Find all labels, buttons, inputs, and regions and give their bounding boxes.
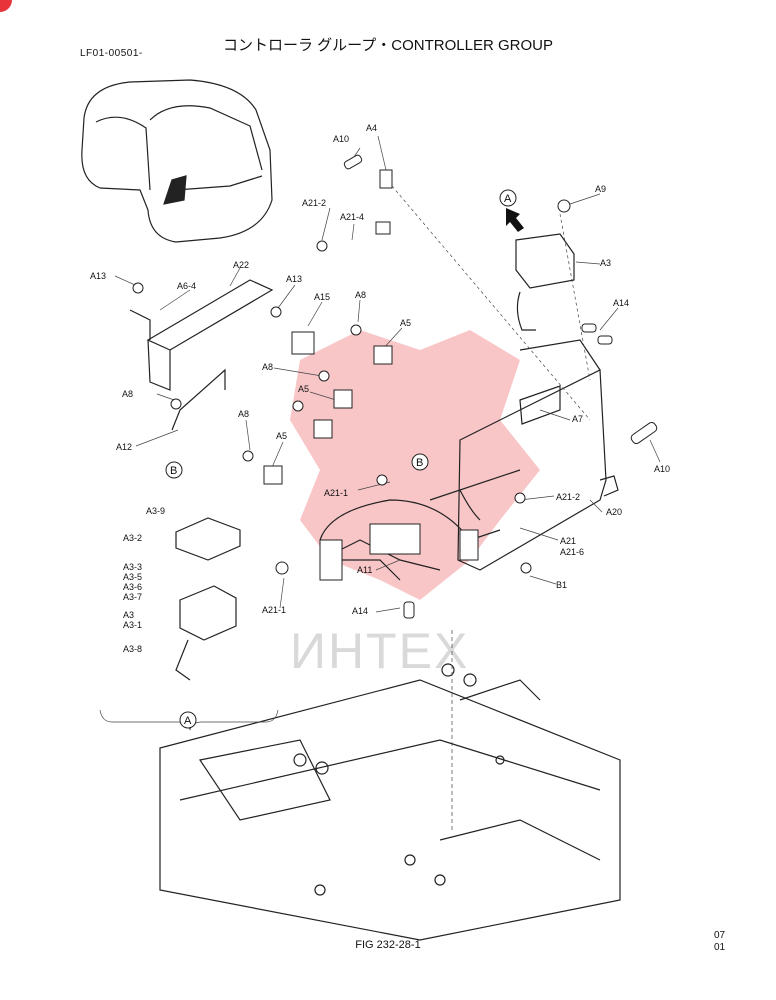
circle-refs	[165, 189, 517, 729]
label-a22: A22	[233, 260, 249, 270]
a3-module	[515, 233, 575, 331]
label-a14-right: A14	[613, 298, 629, 308]
circle-ref-b-mid: B	[416, 457, 423, 469]
label-a3-2: A3-2	[123, 533, 142, 543]
circle-ref-a-bottom: A	[184, 715, 192, 727]
label-a3-top: A3	[600, 258, 611, 268]
seat-illustration	[81, 79, 273, 243]
label-a10-top: A10	[333, 134, 349, 144]
label-a12: A12	[116, 442, 132, 452]
label-a8-mid: A8	[262, 362, 273, 372]
label-a3-7: A3-7	[123, 592, 142, 602]
small-parts	[132, 154, 658, 619]
view-arrow-icon	[506, 208, 524, 232]
label-a21: A21	[560, 536, 576, 546]
callout-labels: A10 A4 A21-2 A21-4 A13 A6-4 A22 A13 A15 …	[90, 123, 670, 654]
label-a13-mid: A13	[286, 274, 302, 284]
label-a21-6: A21-6	[560, 547, 584, 557]
label-a21-2-top: A21-2	[302, 198, 326, 208]
label-a21-4: A21-4	[340, 212, 364, 222]
circle-ref-a-top: A	[504, 193, 512, 205]
a3-fuse-box	[175, 517, 241, 681]
label-a21-1-mid: A21-1	[324, 488, 348, 498]
label-a20: A20	[606, 507, 622, 517]
label-a3-9: A3-9	[146, 506, 165, 516]
label-a11: A11	[357, 565, 372, 575]
bracket-plate	[129, 279, 274, 431]
label-a14-low: A14	[352, 606, 368, 616]
label-a6-4: A6-4	[177, 281, 196, 291]
label-b1: B1	[556, 580, 567, 590]
leader-lines	[99, 135, 661, 830]
page-title: コントローラ グループ・CONTROLLER GROUP	[223, 37, 553, 54]
label-a5-low: A5	[276, 431, 287, 441]
label-a8-top: A8	[355, 290, 366, 300]
label-a8-left: A8	[122, 389, 133, 399]
circle-ref-b-left: B	[170, 465, 177, 477]
label-a15: A15	[314, 292, 330, 302]
label-a5-top: A5	[400, 318, 411, 328]
label-a13-left: A13	[90, 271, 106, 281]
machine-frame	[159, 663, 621, 941]
label-a21-2-right: A21-2	[556, 492, 580, 502]
label-a3-8: A3-8	[123, 644, 142, 654]
label-a3-3: A3-3	[123, 562, 142, 572]
label-a8-low: A8	[238, 409, 249, 419]
label-a7: A7	[572, 414, 583, 424]
label-a10-right: A10	[654, 464, 670, 474]
label-a3-main: A3	[123, 610, 134, 620]
label-a5-mid: A5	[298, 384, 309, 394]
label-a3-5: A3-5	[123, 572, 142, 582]
label-a4: A4	[366, 123, 377, 133]
label-a9: A9	[595, 184, 606, 194]
label-a3-6: A3-6	[123, 582, 142, 592]
watermark-text: ИНТЕХ	[290, 623, 469, 679]
page-code-line1: 07	[714, 930, 726, 941]
controller-panel	[429, 339, 619, 571]
document-code: LF01-00501-	[80, 48, 143, 59]
label-a21-1-low: A21-1	[262, 605, 286, 615]
label-a3-1: A3-1	[123, 620, 142, 630]
page-code-line2: 01	[714, 942, 726, 953]
figure-label: FIG 232-28-1	[355, 939, 421, 951]
